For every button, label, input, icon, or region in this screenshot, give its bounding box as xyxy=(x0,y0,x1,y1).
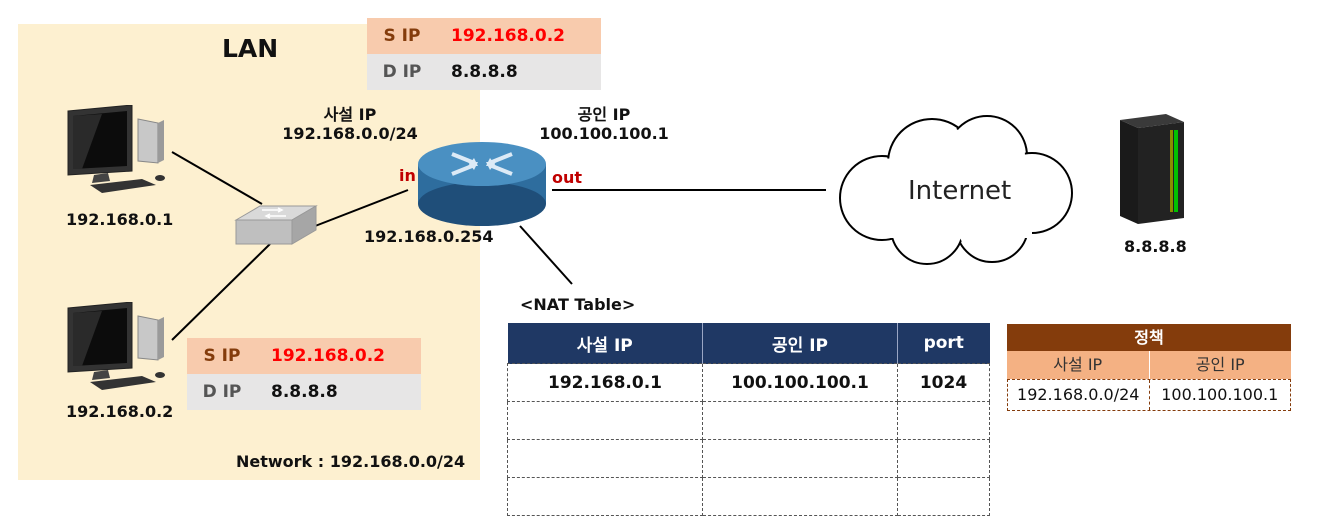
network-switch-icon xyxy=(234,205,318,245)
nat-pointer-line xyxy=(519,225,573,285)
policy-col-public-ip: 공인 IP xyxy=(1195,355,1245,374)
nat-table-header-row: 사설 IP 공인 IP port xyxy=(507,323,990,364)
policy-value-row: 192.168.0.0/24 100.100.100.1 xyxy=(1007,379,1291,411)
table-row xyxy=(507,477,990,516)
dest-ip-key: D IP xyxy=(202,382,242,402)
router-lan-ip: 192.168.0.254 xyxy=(364,227,494,246)
private-network: 192.168.0.0/24 xyxy=(282,124,418,143)
nat-cell-port xyxy=(897,439,990,478)
table-row: 192.168.0.1 100.100.100.1 1024 xyxy=(507,363,990,402)
nat-cell-private-ip xyxy=(507,401,703,440)
router-out-label: out xyxy=(552,168,583,187)
server-tower-icon xyxy=(1120,114,1184,224)
lan-title: LAN xyxy=(222,34,279,63)
host-1-ip: 192.168.0.1 xyxy=(66,210,174,229)
public-ip-label: 공인 IP xyxy=(577,105,631,124)
dest-ip-value: 8.8.8.8 xyxy=(451,62,518,82)
dest-ip-row: D IP 8.8.8.8 xyxy=(187,374,421,410)
nat-cell-private-ip: 192.168.0.1 xyxy=(507,363,703,402)
nat-cell-private-ip xyxy=(507,477,703,516)
dest-ip-value: 8.8.8.8 xyxy=(271,382,338,402)
nat-cell-public-ip xyxy=(702,477,898,516)
server-ip: 8.8.8.8 xyxy=(1124,237,1187,256)
link-pc2-switch xyxy=(171,243,271,341)
source-ip-value: 192.168.0.2 xyxy=(451,26,566,46)
nat-cell-public-ip xyxy=(702,439,898,478)
nat-cell-public-ip xyxy=(702,401,898,440)
source-ip-key: S IP xyxy=(383,26,421,46)
nat-table: 사설 IP 공인 IP port 192.168.0.1 100.100.100… xyxy=(507,323,990,516)
policy-header-row: 사설 IP 공인 IP xyxy=(1007,351,1291,379)
nat-cell-port xyxy=(897,401,990,440)
nat-col-port: port xyxy=(897,323,990,364)
nat-col-public-ip: 공인 IP xyxy=(702,323,898,364)
nat-col-private-ip: 사설 IP xyxy=(507,323,703,364)
network-label: Network : 192.168.0.0/24 xyxy=(236,452,466,471)
packet-header-top: S IP 192.168.0.2 D IP 8.8.8.8 xyxy=(367,18,601,90)
link-switch-router xyxy=(309,189,409,229)
source-ip-row: S IP 192.168.0.2 xyxy=(367,18,601,54)
policy-col-private-ip: 사설 IP xyxy=(1007,351,1150,379)
nat-cell-port xyxy=(897,477,990,516)
source-ip-row: S IP 192.168.0.2 xyxy=(187,338,421,374)
table-row xyxy=(507,439,990,478)
dest-ip-key: D IP xyxy=(382,62,422,82)
policy-title: 정책 xyxy=(1007,324,1291,351)
nat-cell-private-ip xyxy=(507,439,703,478)
desktop-computer-icon xyxy=(67,302,165,390)
source-ip-key: S IP xyxy=(203,346,241,366)
host-2-ip: 192.168.0.2 xyxy=(66,402,174,421)
internet-label: Internet xyxy=(908,176,1012,206)
internet-cloud-icon xyxy=(839,115,1073,265)
packet-header-bottom: S IP 192.168.0.2 D IP 8.8.8.8 xyxy=(187,338,421,410)
router-in-label: in xyxy=(399,166,416,185)
public-ip: 100.100.100.1 xyxy=(539,124,669,143)
link-pc1-switch xyxy=(171,151,263,205)
policy-table: 정책 사설 IP 공인 IP 192.168.0.0/24 100.100.10… xyxy=(1007,324,1291,411)
router-icon xyxy=(418,142,546,226)
policy-public-ip: 100.100.100.1 xyxy=(1161,385,1279,404)
table-row xyxy=(507,401,990,440)
policy-private-ip: 192.168.0.0/24 xyxy=(1008,380,1150,410)
nat-cell-public-ip: 100.100.100.1 xyxy=(702,363,898,402)
source-ip-value: 192.168.0.2 xyxy=(271,346,386,366)
nat-table-title: <NAT Table> xyxy=(520,295,636,314)
desktop-computer-icon xyxy=(67,105,165,193)
private-ip-label: 사설 IP xyxy=(323,105,377,124)
nat-cell-port: 1024 xyxy=(897,363,990,402)
dest-ip-row: D IP 8.8.8.8 xyxy=(367,54,601,90)
